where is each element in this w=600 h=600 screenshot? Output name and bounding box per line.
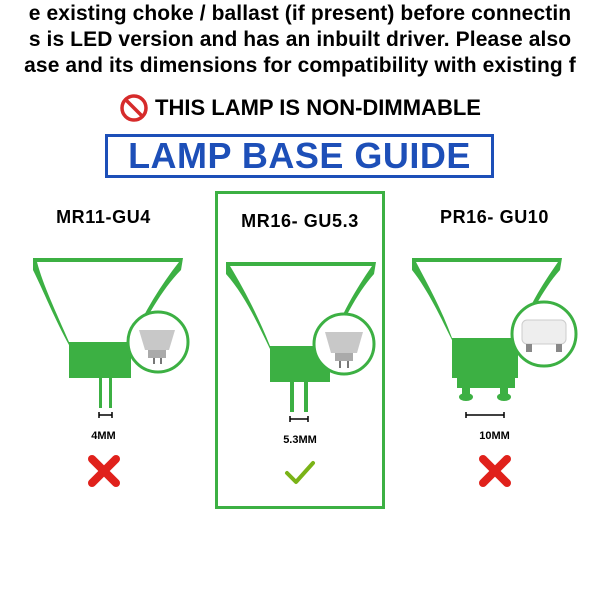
check-icon: [285, 461, 315, 484]
pin-spacing: 5.3MM: [283, 434, 317, 446]
warning-text: THIS LAMP IS NON-DIMMABLE: [155, 95, 481, 120]
instruction-line-1: e existing choke / ballast (if present) …: [28, 2, 572, 25]
cross-icon: [87, 455, 120, 487]
instruction-line-2: s is LED version and has an inbuilt driv…: [28, 28, 572, 51]
lamp-card-pr16-gu10: PR16- GU10 10MM: [402, 190, 587, 510]
instruction-banner: e existing choke / ballast (if present) …: [0, 0, 600, 80]
mr16-lamp-icon: [226, 262, 376, 422]
lamp-card-mr16-gu5-3: MR16- GU5.3 5.3MM: [215, 191, 385, 509]
lamp-card-mr11-gu4: MR11-GU4 4MM: [11, 190, 196, 510]
no-symbol-icon: [120, 94, 148, 122]
lamp-base-guide-title: LAMP BASE GUIDE: [105, 134, 494, 178]
cross-icon: [478, 455, 511, 487]
lamp-label: MR11-GU4: [56, 207, 151, 227]
instruction-line-3: ase and its dimensions for compatibility…: [24, 54, 576, 77]
pr16-lamp-icon: [412, 258, 578, 418]
pin-spacing: 10MM: [479, 430, 510, 442]
lamp-label: MR16- GU5.3: [241, 211, 359, 231]
pin-spacing: 4MM: [91, 430, 116, 442]
non-dimmable-warning: THIS LAMP IS NON-DIMMABLE: [0, 93, 600, 123]
guide-title-text: LAMP BASE GUIDE: [128, 135, 471, 176]
mr11-lamp-icon: [33, 258, 190, 418]
lamp-label: PR16- GU10: [439, 207, 550, 227]
